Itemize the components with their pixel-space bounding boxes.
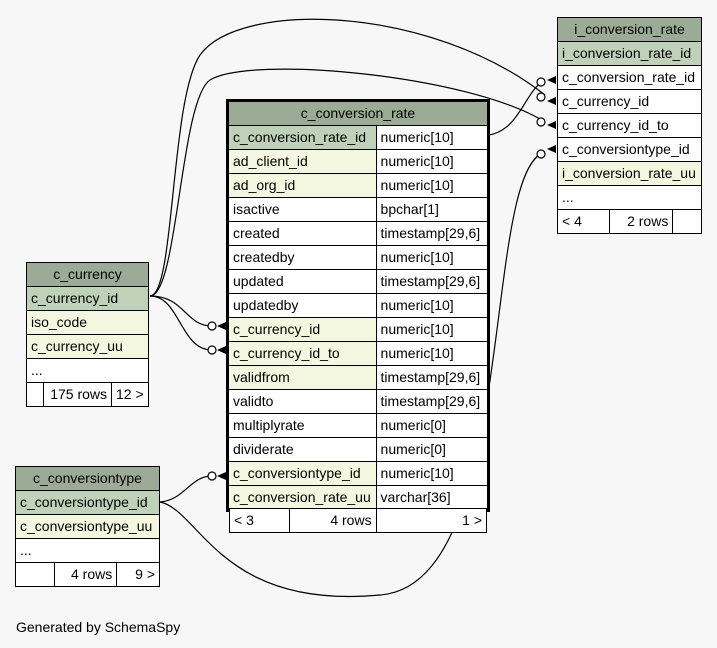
column-name[interactable]: c_currency_id [26,286,149,311]
arrow-head [547,97,556,105]
link-endpoint [536,149,546,159]
column-type: numeric[10] [375,293,490,318]
column-name[interactable]: c_currency_id [557,89,702,114]
column-name[interactable]: c_conversion_rate_id [557,65,702,90]
link-conversion-rate-id [488,79,546,136]
arrow-head [547,76,556,84]
link-endpoint [207,321,217,331]
column-type: numeric[0] [375,437,490,462]
column-type: numeric[10] [375,461,490,486]
table-title[interactable]: c_conversiontype [15,466,160,491]
column-name[interactable]: created [227,221,377,246]
parents-link [14,562,56,587]
parents-link [25,382,45,407]
table-title[interactable]: c_conversion_rate [227,100,489,126]
column-name[interactable]: updated [227,269,377,294]
children-link [672,209,702,234]
parents-link[interactable]: < 4 [557,209,610,234]
row-count: 4 rows [54,562,118,587]
column-type: timestamp[29,6] [375,221,490,246]
link-endpoint [536,117,546,127]
link-endpoint [536,77,546,87]
column-name[interactable]: updatedby [227,293,377,318]
children-link[interactable]: 12 > [111,382,149,407]
column-type: numeric[10] [375,341,490,366]
column-type: varchar[36] [375,485,490,511]
arrow-head [217,322,226,330]
parents-link[interactable]: < 3 [228,508,291,533]
column-ellipsis: ... [26,358,149,383]
column-name[interactable]: validto [227,389,377,414]
column-type: numeric[10] [375,125,490,150]
column-name[interactable]: c_currency_id [227,317,377,342]
link-rate-conversiontype-id [159,475,213,503]
arrow-head [547,121,556,129]
row-count: 4 rows [289,508,377,533]
column-name[interactable]: c_conversiontype_id [15,490,160,515]
column-name[interactable]: c_conversion_rate_id [227,125,377,150]
column-name[interactable]: i_conversion_rate_id [557,41,702,66]
column-name[interactable]: validfrom [227,365,377,390]
column-name[interactable]: c_currency_uu [26,334,149,359]
column-name[interactable]: c_conversiontype_uu [15,514,160,539]
column-type: numeric[10] [375,149,490,174]
column-name[interactable]: i_conversion_rate_uu [557,161,702,186]
column-type: numeric[10] [375,317,490,342]
table-c-currency[interactable]: c_currency c_currency_id iso_code c_curr… [25,262,149,407]
column-name[interactable]: c_currency_id_to [557,113,702,138]
column-name[interactable]: isactive [227,197,377,222]
table-title[interactable]: c_currency [26,262,149,287]
row-count: 175 rows [43,382,113,407]
column-name[interactable]: c_conversiontype_id [557,137,702,162]
arrow-head [547,145,556,153]
link-rate-currency-id [149,295,213,327]
column-type: timestamp[29,6] [375,389,490,414]
column-type: timestamp[29,6] [375,269,490,294]
column-name[interactable]: dividerate [227,437,377,462]
children-link[interactable]: 1 > [375,508,488,533]
column-type: numeric[10] [375,173,490,198]
row-count: 2 rows [608,209,674,234]
column-name[interactable]: multiplyrate [227,413,377,438]
table-c-conversion-rate-footer: < 3 4 rows 1 > [228,508,488,533]
arrow-head [217,472,226,480]
column-name[interactable]: c_conversiontype_id [227,461,377,486]
table-title[interactable]: i_conversion_rate [557,17,702,42]
table-c-conversiontype[interactable]: c_conversiontype c_conversiontype_id c_c… [14,466,160,587]
link-endpoint [536,92,546,102]
column-ellipsis: ... [557,185,702,210]
column-ellipsis: ... [15,538,160,563]
column-name[interactable]: ad_client_id [227,149,377,174]
column-name[interactable]: ad_org_id [227,173,377,198]
column-name[interactable]: c_conversion_rate_uu [227,485,377,511]
column-name[interactable]: createdby [227,245,377,270]
column-type: numeric[0] [375,413,490,438]
column-name[interactable]: c_currency_id_to [227,341,377,366]
link-endpoint [207,345,217,355]
link-rate-currency-id-to [149,295,213,351]
arrow-head [217,346,226,354]
link-endpoint [207,471,217,481]
column-type: bpchar[1] [375,197,490,222]
table-i-conversion-rate[interactable]: i_conversion_rate i_conversion_rate_id c… [557,17,702,234]
table-c-conversion-rate[interactable]: c_conversion_rate c_conversion_rate_id n… [226,99,490,512]
generated-by-footer: Generated by SchemaSpy [16,619,181,635]
children-link[interactable]: 9 > [116,562,160,587]
column-type: numeric[10] [375,245,490,270]
column-name[interactable]: iso_code [26,310,149,335]
column-type: timestamp[29,6] [375,365,490,390]
